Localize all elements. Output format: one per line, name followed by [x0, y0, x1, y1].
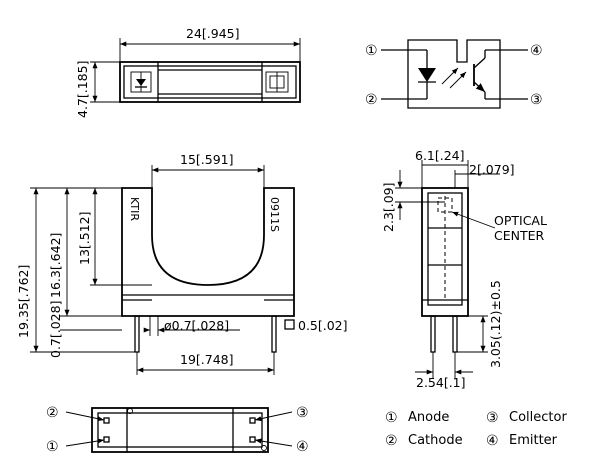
front-pin-dia-text: ø0.7[.028] — [164, 318, 229, 333]
top-width-dim-text: 24[.945] — [186, 26, 240, 41]
side-optical-label-1: OPTICAL — [494, 213, 547, 228]
front-pin-span-text: 19[.748] — [180, 352, 234, 367]
bottom-pin-br: ④ — [296, 439, 309, 455]
side-optical-label-2: CENTER — [494, 228, 545, 243]
bottom-pin-tl: ② — [46, 405, 59, 421]
legend-label-emitter: Emitter — [509, 433, 558, 448]
top-height-dim-text: 4.7[.185] — [75, 61, 90, 118]
bottom-view: ② ① ③ ④ — [46, 405, 309, 455]
front-label-right: 0911S — [268, 197, 281, 232]
bottom-pin-bl: ① — [46, 439, 59, 455]
front-view: 15[.591] KTIR 0911S 19.35[.762] 16.3[.64… — [16, 152, 348, 375]
side-offset-dim-text: 2[.079] — [469, 162, 515, 177]
side-pitch-text: 2.54[.1] — [416, 375, 466, 390]
front-gap-dim-text: 15[.591] — [180, 152, 234, 167]
schem-pin3: ③ — [530, 92, 543, 108]
legend-num-2: ② — [385, 433, 398, 449]
side-top-dim-text: 2.3[.09] — [381, 182, 396, 232]
legend-label-cathode: Cathode — [408, 433, 463, 448]
schem-pin1: ① — [365, 43, 378, 59]
schem-pin2: ② — [365, 92, 378, 108]
bottom-pin-tr: ③ — [296, 405, 309, 421]
schem-pin4: ④ — [530, 43, 543, 59]
front-pin-sq-text: 0.5[.02] — [298, 318, 348, 333]
legend-label-anode: Anode — [408, 410, 449, 425]
legend-num-1: ① — [385, 410, 398, 426]
legend-num-4: ④ — [486, 433, 499, 449]
pin-legend: ① Anode ③ Collector ② Cathode ④ Emitter — [385, 410, 567, 449]
front-base-dim-text: 0.7[.028] — [48, 301, 63, 358]
front-slot-depth-text: 13[.512] — [77, 212, 92, 266]
schematic: ① ② ④ ③ — [365, 39, 543, 109]
side-width-dim-text: 6.1[.24] — [415, 148, 465, 163]
front-label-left: KTIR — [128, 197, 141, 221]
top-view: 24[.945] 4.7[.185] — [75, 26, 301, 118]
legend-label-collector: Collector — [509, 410, 567, 425]
front-body-height-text: 16.3[.642] — [48, 233, 63, 298]
side-view: 6.1[.24] 2[.079] 2.3[.09] OPTICAL CENTER… — [381, 148, 547, 390]
side-lead-len-text: 3.05(.12)±0.5 — [488, 280, 503, 368]
front-total-height-text: 19.35[.762] — [16, 265, 31, 338]
legend-num-3: ③ — [486, 410, 499, 426]
